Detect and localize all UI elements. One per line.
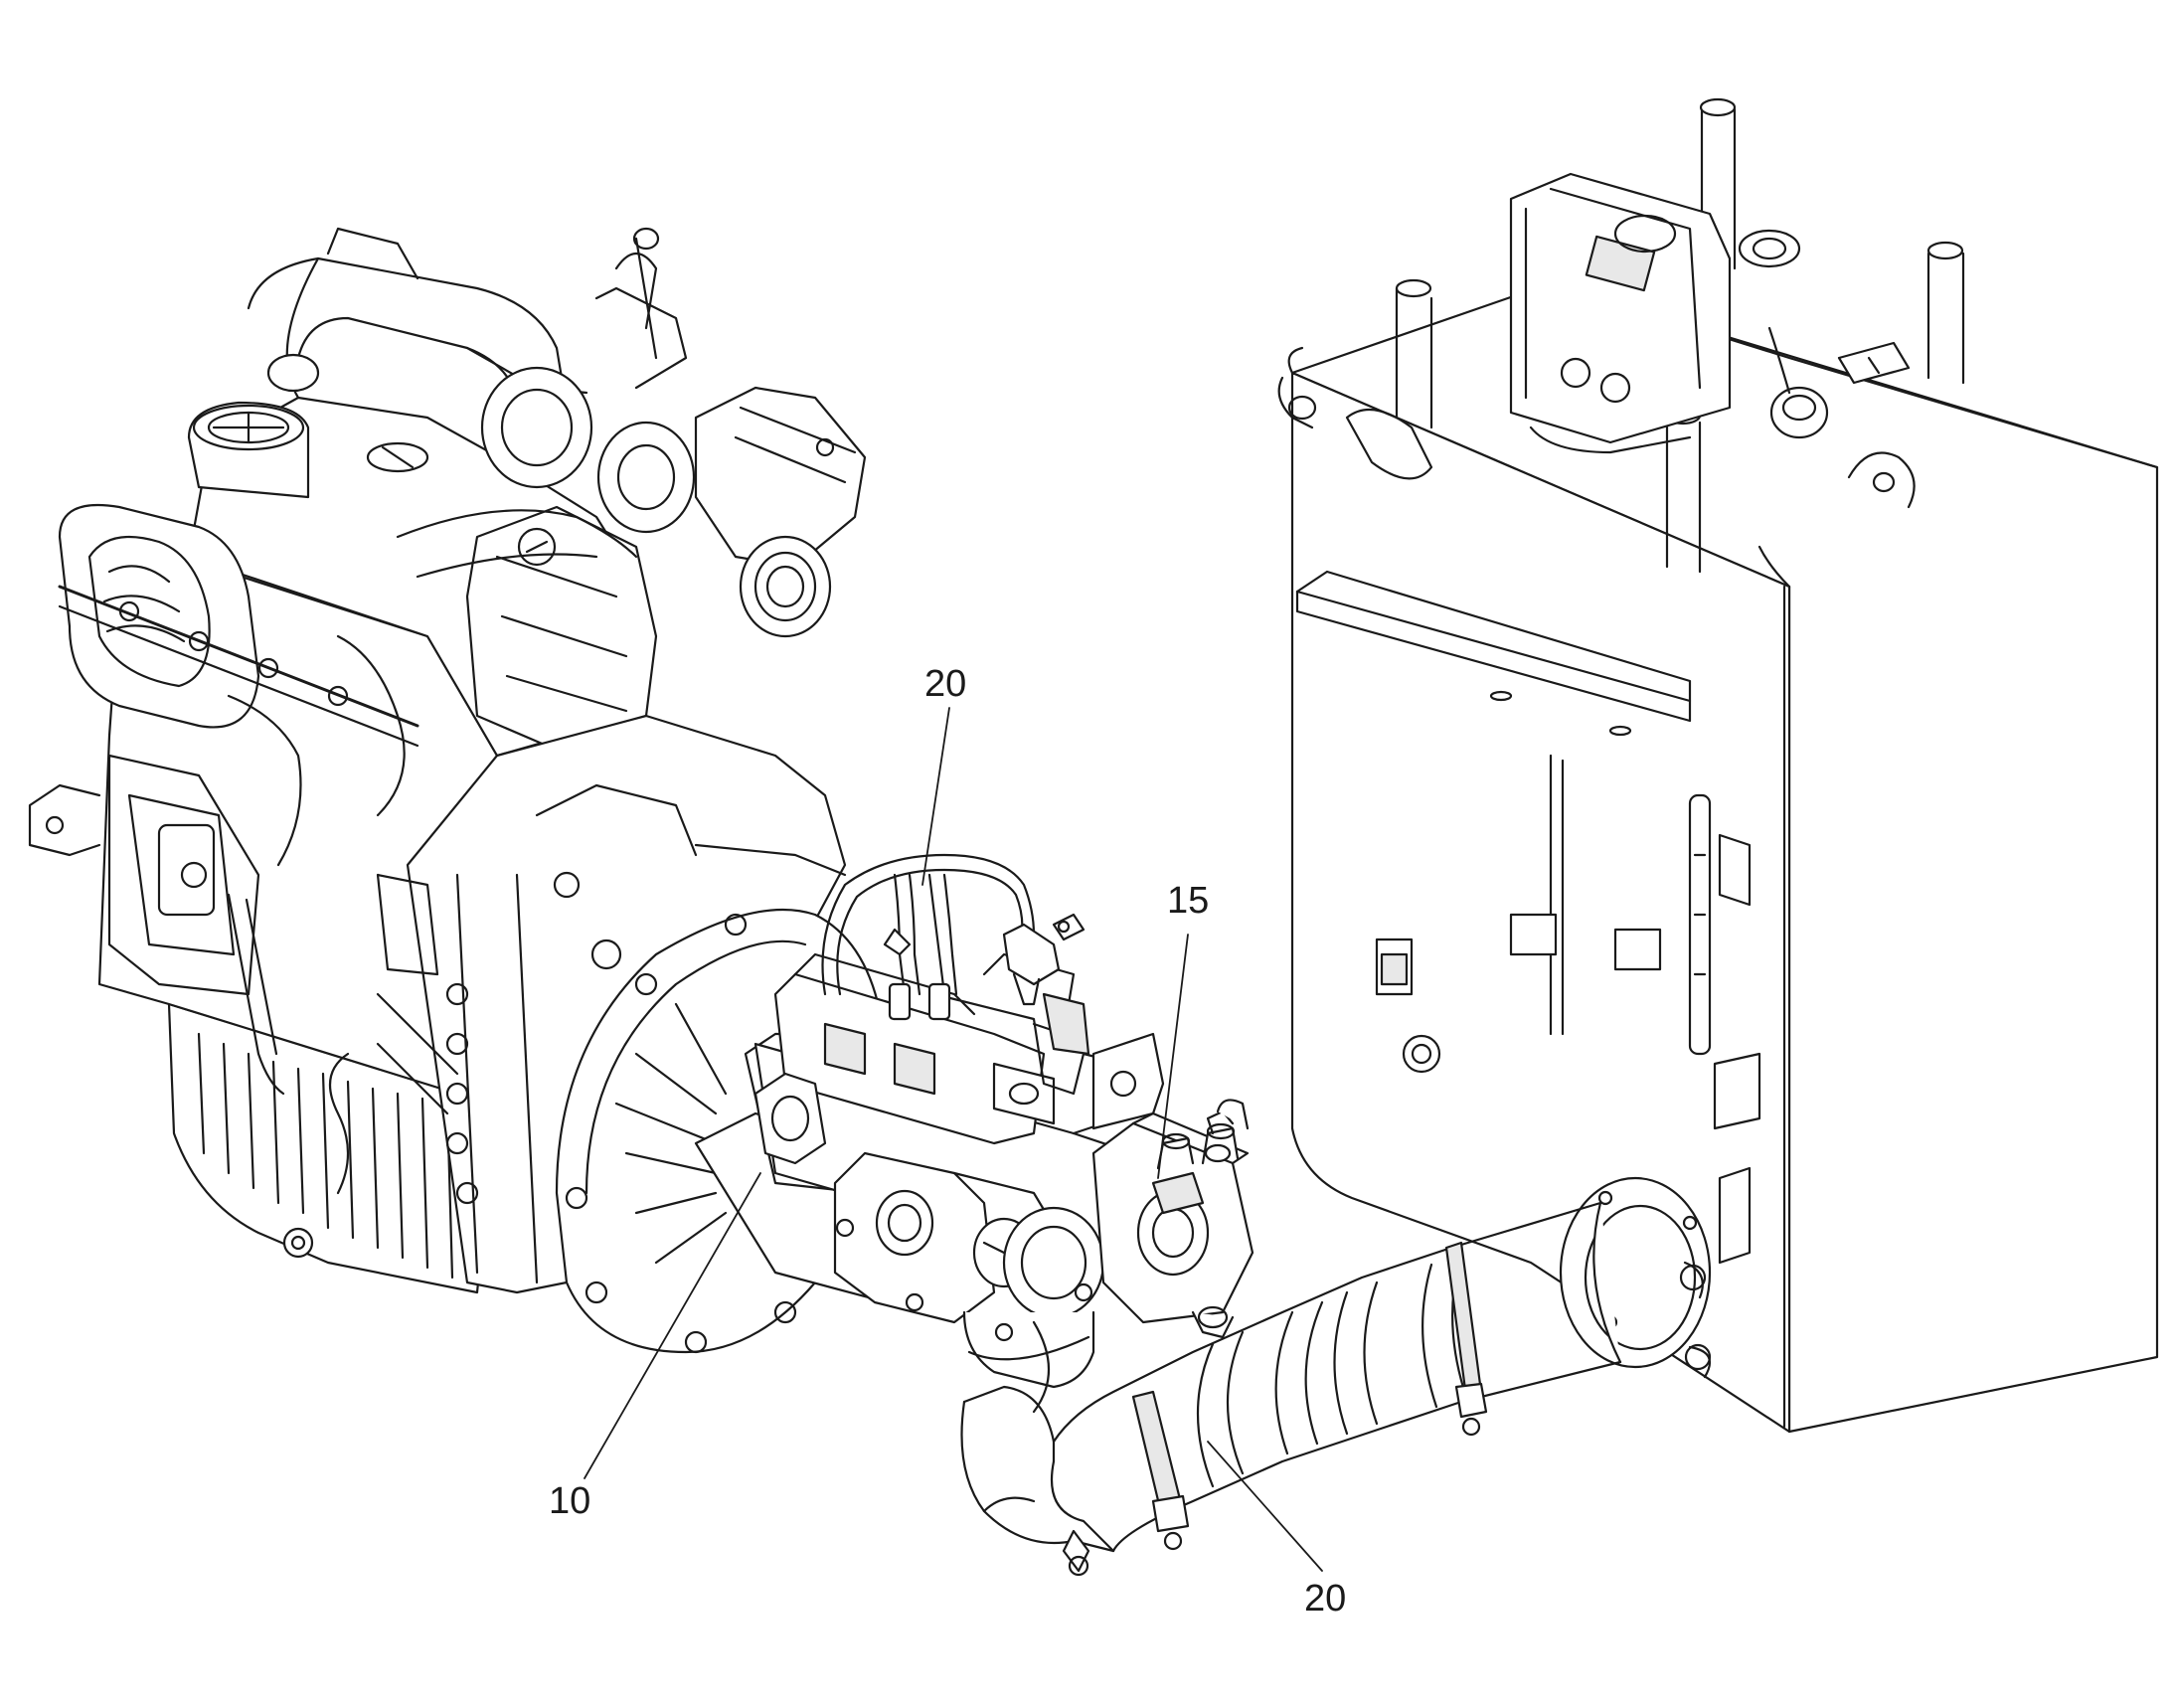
callout-15: 15 [1167, 880, 1209, 922]
suction-hose-assembly [960, 1201, 1622, 1577]
callout-20-bottom: 20 [1304, 1578, 1346, 1620]
leader-line-10 [584, 1172, 761, 1479]
gear-pump [1091, 1099, 1254, 1339]
leader-line-20-bottom [1207, 1441, 1323, 1572]
leader-line-15 [1157, 934, 1189, 1179]
callout-10: 10 [549, 1480, 590, 1522]
hydraulic-tank [1277, 97, 2159, 1434]
drain-hose [821, 853, 1086, 1021]
callout-20-top: 20 [924, 663, 966, 705]
callout-labels: 20 15 10 20 [549, 663, 1346, 1620]
leader-line-20-top [921, 707, 950, 886]
main-hydraulic-pump [694, 952, 1165, 1414]
leader-lines [584, 707, 1323, 1572]
